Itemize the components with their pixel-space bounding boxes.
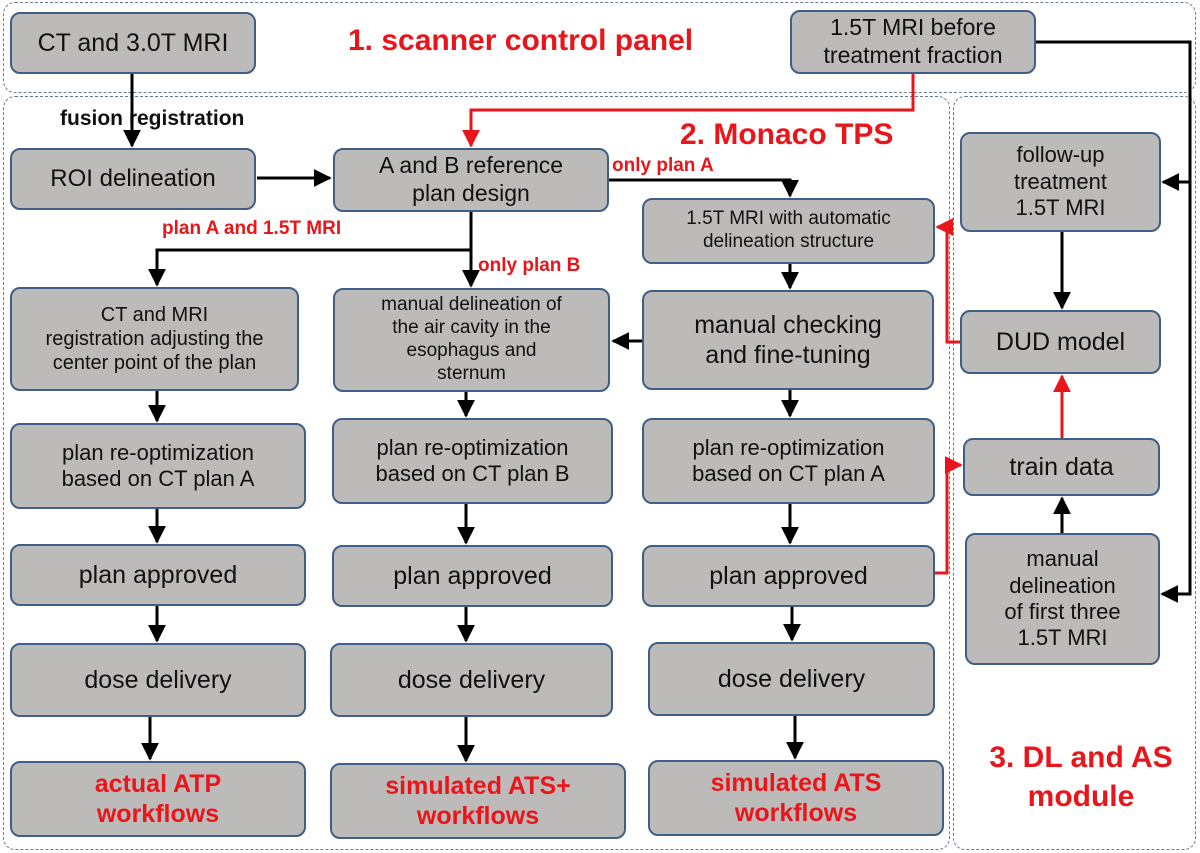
box-dud-model: DUD model xyxy=(960,310,1161,374)
region-title-dl: 3. DL and AS module xyxy=(989,741,1173,813)
box-manual-checking: manual checking and fine-tuning xyxy=(642,290,934,390)
region-title-scanner: 1. scanner control panel xyxy=(348,24,694,57)
box-mri-before-fraction: 1.5T MRI before treatment fraction xyxy=(790,10,1036,74)
box-plan-approved-1: plan approved xyxy=(10,544,306,606)
box-train-data: train data xyxy=(963,438,1160,496)
box-roi-delineation: ROI delineation xyxy=(10,148,256,210)
label-only-plan-b: only plan B xyxy=(478,255,581,276)
box-reoptimization-a2: plan re-optimization based on CT plan A xyxy=(642,418,935,504)
box-reference-plan-design: A and B reference plan design xyxy=(333,148,609,212)
label-only-plan-a: only plan A xyxy=(612,155,714,176)
box-output-ats: simulated ATS workflows xyxy=(648,760,944,836)
box-manual-air-cavity: manual delineation of the air cavity in … xyxy=(333,288,610,392)
box-reoptimization-a1: plan re-optimization based on CT plan A xyxy=(10,423,306,509)
box-ct-mri-registration: CT and MRI registration adjusting the ce… xyxy=(10,287,299,391)
box-dose-delivery-3: dose delivery xyxy=(648,642,935,716)
box-output-actual-atp: actual ATP workflows xyxy=(10,761,306,837)
label-plan-a-and-mri: plan A and 1.5T MRI xyxy=(162,218,342,239)
region-title-monaco: 2. Monaco TPS xyxy=(680,118,894,151)
label-fusion-registration: fusion registration xyxy=(60,107,245,130)
box-output-ats-plus: simulated ATS+ workflows xyxy=(330,763,626,839)
box-plan-approved-3: plan approved xyxy=(642,545,935,607)
box-plan-approved-2: plan approved xyxy=(332,545,613,607)
box-dose-delivery-1: dose delivery xyxy=(10,643,306,717)
box-dose-delivery-2: dose delivery xyxy=(330,643,613,717)
box-mri-auto-delineation: 1.5T MRI with automatic delineation stru… xyxy=(642,198,935,264)
box-ct-mri: CT and 3.0T MRI xyxy=(10,12,256,74)
box-reoptimization-b: plan re-optimization based on CT plan B xyxy=(332,418,613,504)
box-followup-mri: follow-up treatment 1.5T MRI xyxy=(960,132,1161,232)
box-manual-first-three: manual delineation of first three 1.5T M… xyxy=(965,533,1160,665)
